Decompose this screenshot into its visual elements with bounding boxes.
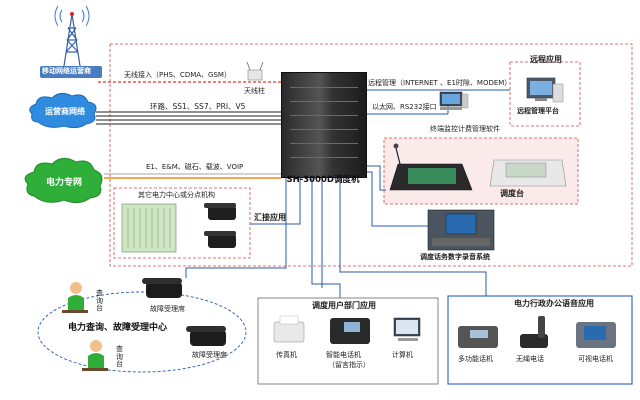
remote-app-box <box>509 61 581 127</box>
smart-phone-label: 智能电话机 <box>326 351 361 359</box>
dept-title: 调度用户部门应用 <box>312 301 376 310</box>
tower-label: 移动网络运营商 <box>42 67 91 75</box>
switch-label: SH-3000D调度机 <box>286 175 360 185</box>
video-phone-label: 可视电话机 <box>578 355 613 363</box>
relay-line <box>250 176 301 225</box>
console-link <box>365 165 386 191</box>
recorder-link <box>365 171 428 227</box>
video-phone-icon <box>576 322 616 348</box>
console-label: 调度台 <box>500 189 524 198</box>
operator-network-label: 运营商网络 <box>45 106 85 116</box>
console-equipment-icon <box>389 143 567 191</box>
query-desk-label-1: 查询台 <box>96 289 103 313</box>
operator-network-cloud <box>29 92 97 129</box>
office-title: 电力行政办公语音应用 <box>514 299 594 308</box>
remote-app-title: 远程应用 <box>530 55 562 64</box>
dispatcher-switch-cabinet <box>281 72 367 178</box>
other-center-phone-icon <box>204 203 236 248</box>
antenna-tower-icon <box>54 5 90 67</box>
call-center-ellipse <box>37 291 247 373</box>
other-center-box <box>113 187 251 259</box>
office-box <box>447 295 633 385</box>
multi-phone-label: 多功能话机 <box>458 355 493 363</box>
fax-label: 传真机 <box>276 351 297 359</box>
smart-phone-icon <box>330 318 370 344</box>
power-private-network-cloud <box>24 158 103 204</box>
recorder-label: 调度话务数字录音系统 <box>420 253 490 261</box>
other-center-title: 其它电力中心或分点机构 <box>138 191 215 199</box>
wireless-label: 无线接入（PHS、CDMA、GSM） <box>124 71 231 79</box>
office-link <box>339 176 487 296</box>
call-center-phone-icon <box>142 278 226 346</box>
terminal-label: 终端监控计费管理软件 <box>430 125 500 133</box>
fault-seat-label-2: 故障受理席 <box>192 351 227 359</box>
e1-label: E1、E&M、磁石、载波、VOIP <box>146 163 244 171</box>
dept-link <box>311 176 341 298</box>
call-center-title: 电力查询、故障受理中心 <box>68 323 168 333</box>
tower-label-bg <box>40 66 102 78</box>
computer-icon <box>393 317 421 341</box>
ethernet-label: 以太网、RS232接口 <box>372 103 437 111</box>
cordless-phone-icon <box>520 316 548 348</box>
fax-icon <box>273 315 305 343</box>
multi-function-phone-icon <box>458 326 498 348</box>
relay-label: 汇接应用 <box>254 213 286 222</box>
operator-network-label-box: 运营商网络 <box>30 94 100 128</box>
computer-label: 计算机 <box>392 351 413 359</box>
fault-seat-label-1: 故障受理席 <box>150 305 185 313</box>
call-center-link <box>185 176 287 278</box>
smart-phone-note: （留言指示） <box>328 361 370 369</box>
remote-platform-label: 远程管理平台 <box>517 107 559 115</box>
loop-label: 环路、SS1、SS7、PRI、V5 <box>150 102 246 111</box>
other-center-rack-icon <box>121 203 177 253</box>
recorder-equipment-icon <box>427 209 495 251</box>
cordless-label: 无绳电话 <box>516 355 544 363</box>
terminal-computer-icon <box>439 91 469 110</box>
remote-platform-computer-icon <box>526 77 564 103</box>
power-network-label-box: 电力专网 <box>24 160 104 202</box>
antenna-label: 天线柱 <box>244 87 265 95</box>
remote-mgmt-label: 远程管理（INTERNET 、E1时隙、MODEM） <box>368 79 512 87</box>
antenna-pole-icon <box>246 61 264 81</box>
main-boundary <box>109 43 633 267</box>
query-desk-label-2: 查询台 <box>116 345 123 369</box>
dept-box <box>257 297 439 385</box>
loop-lines <box>96 111 281 125</box>
operator-person-icon <box>62 282 108 371</box>
power-network-label: 电力专网 <box>45 177 82 188</box>
